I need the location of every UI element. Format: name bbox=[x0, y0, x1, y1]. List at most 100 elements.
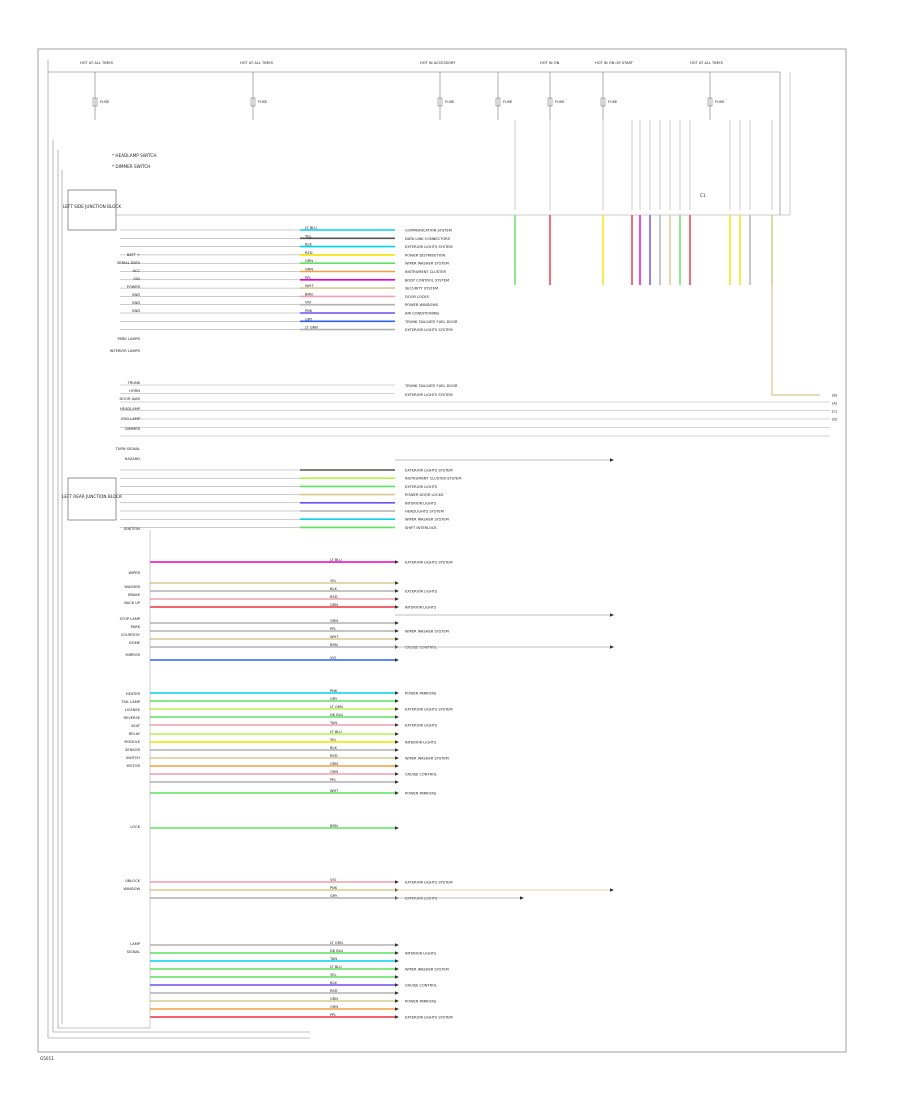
wire-destination: EXTERIOR LIGHTS SYSTEM bbox=[405, 708, 453, 712]
wire-arrow bbox=[395, 723, 399, 727]
wire-destination: DATA LINK CONNECTORS bbox=[405, 237, 451, 241]
left-label: TURN SIGNAL bbox=[115, 447, 140, 451]
wire-destination: WIPER WASHER SYSTEM bbox=[405, 968, 449, 972]
left-label: UNLOCK bbox=[125, 879, 141, 883]
left-label: DIMMER bbox=[125, 427, 140, 431]
wire-arrow bbox=[395, 637, 399, 641]
wire-arrow bbox=[395, 764, 399, 768]
wire-destination: WIPER WASHER SYSTEM bbox=[405, 757, 449, 761]
left-label: MIRROR bbox=[126, 653, 141, 657]
wire-arrow bbox=[395, 826, 399, 830]
wire-color-label: WHT bbox=[330, 789, 339, 793]
wire-destination: POWER MIRRORS bbox=[405, 792, 437, 796]
wire-destination: CRUISE CONTROL bbox=[405, 773, 437, 777]
wire-color-label: PNK bbox=[305, 309, 313, 313]
left-label: SENSOR bbox=[125, 748, 140, 752]
left-label: PARK bbox=[131, 625, 141, 629]
left-label: FOG LAMP bbox=[121, 417, 140, 421]
wire-arrow bbox=[395, 991, 399, 995]
fuse-label: FUSE bbox=[445, 100, 455, 104]
left-label: TAIL LAMP bbox=[121, 700, 141, 704]
wire-destination: INSTRUMENT CLUSTER bbox=[405, 270, 446, 274]
wire-arrow bbox=[395, 983, 399, 987]
wires-lower: LT BLU EXTERIOR LIGHTS SYSTEM YEL BLK EXTERI… bbox=[149, 458, 614, 1028]
wire-color-label: YEL bbox=[330, 973, 336, 977]
wire-arrow bbox=[395, 699, 399, 703]
wire-destination: SECURITY SYSTEM bbox=[405, 287, 438, 291]
wire-destination: SHIFT INTERLOCK bbox=[405, 526, 437, 530]
left-label: SEAT bbox=[131, 724, 141, 728]
wire-destination: POWER WINDOWS bbox=[405, 303, 439, 307]
wire-arrow bbox=[395, 581, 399, 585]
left-label: HEADLAMP bbox=[120, 407, 141, 411]
wire-destination: EXTERIOR LIGHTS SYSTEM bbox=[405, 469, 453, 473]
wire-arrow bbox=[395, 732, 399, 736]
wire-color-label: ORN bbox=[305, 268, 313, 272]
wire-arrow bbox=[395, 967, 399, 971]
wire-destination: EXTERIOR LIGHTS SYSTEM bbox=[405, 328, 453, 332]
wire-destination: CRUISE CONTROL bbox=[405, 646, 437, 650]
wire-destination: COMMUNICATION SYSTEM bbox=[405, 229, 452, 233]
wire-color-label: PPL bbox=[330, 627, 336, 631]
connector-ref: (A) bbox=[832, 402, 838, 406]
wire-color-label: LT BLU bbox=[330, 558, 342, 562]
wire-destination: INTERIOR LIGHTS bbox=[405, 606, 437, 610]
wire-color-label: PPL bbox=[330, 1013, 336, 1017]
left-label: ACC bbox=[133, 269, 141, 273]
legend: * HEADLAMP SWITCH * DIMMER SWITCH bbox=[112, 153, 157, 169]
wire-color-label: GRN bbox=[330, 762, 338, 766]
wire-color-label: DK BLU bbox=[330, 713, 344, 717]
wire-color-label: DK BLU bbox=[330, 949, 344, 953]
upper-connector-box bbox=[116, 72, 791, 216]
wire-destination: EXTERIOR LIGHTS bbox=[405, 590, 438, 594]
fuse-label: FUSE bbox=[258, 100, 268, 104]
wire-color-label: LT GRN bbox=[305, 326, 318, 330]
wire-destination: INTERIOR LIGHTS bbox=[405, 952, 437, 956]
wire-color-label: YEL bbox=[330, 738, 336, 742]
wire-color-label: ORN bbox=[330, 1005, 338, 1009]
fuse-label: FUSE bbox=[715, 100, 725, 104]
wire-color-label: TAN bbox=[329, 957, 337, 961]
wire-arrow bbox=[395, 658, 399, 662]
wire-destination: EXTERIOR LIGHTS SYSTEM bbox=[405, 881, 453, 885]
wire-color-label: VIO bbox=[330, 878, 337, 882]
left-label: WASHER bbox=[124, 585, 140, 589]
diagram-footer: G5011 bbox=[40, 1056, 54, 1061]
wire-destination: CRUISE CONTROL bbox=[405, 984, 437, 988]
left-label: POWER bbox=[127, 285, 141, 289]
wire-color-label: YEL bbox=[305, 234, 311, 238]
wire-color-label: BLK bbox=[330, 746, 337, 750]
left-label: HORN bbox=[129, 389, 140, 393]
left-label: DOOR AJAR bbox=[120, 397, 141, 401]
wire-arrow bbox=[610, 888, 614, 892]
wire-arrow bbox=[610, 613, 614, 617]
fuse-symbol bbox=[707, 97, 713, 107]
fuse-label: FUSE bbox=[100, 100, 110, 104]
wire-destination: POWER DISTRIBUTION bbox=[405, 253, 445, 257]
fuse-symbol bbox=[600, 97, 606, 107]
power-label: HOT IN ACCESSORY bbox=[420, 61, 456, 65]
junction-block-lower: LEFT REAR JUNCTION BLOCK bbox=[62, 477, 122, 521]
wire-arrow bbox=[395, 605, 399, 609]
legend-item-headlamp: * HEADLAMP SWITCH bbox=[112, 153, 157, 158]
wire-arrow bbox=[520, 896, 524, 900]
wire-color-label: RED bbox=[330, 595, 338, 599]
wire-color-label: GRN bbox=[330, 997, 338, 1001]
wire-destination: EXTERIOR LIGHTS SYSTEM bbox=[405, 245, 453, 249]
left-rails bbox=[47, 60, 310, 1039]
wire-arrow bbox=[395, 621, 399, 625]
wire-arrow bbox=[395, 880, 399, 884]
wire-color-label: RED bbox=[330, 754, 338, 758]
wire-arrow bbox=[395, 715, 399, 719]
wire-color-label: LT GRN bbox=[330, 705, 343, 709]
left-label: TRUNK bbox=[127, 381, 141, 385]
connector-label: C1 bbox=[700, 193, 706, 198]
wire-color-label: VIO bbox=[330, 656, 337, 660]
left-label: IGNITION bbox=[124, 527, 141, 531]
left-label: HAZARD bbox=[125, 457, 141, 461]
wire-arrow bbox=[395, 1007, 399, 1011]
